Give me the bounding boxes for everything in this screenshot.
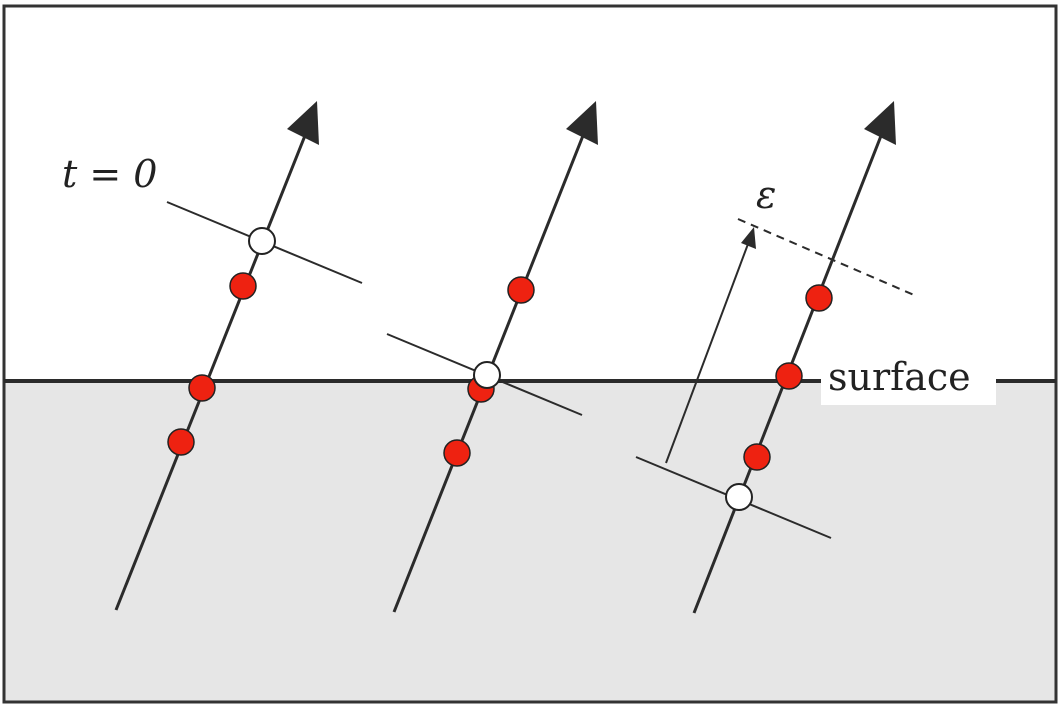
track-2-arrowhead — [566, 101, 598, 145]
material-region — [4, 381, 1056, 702]
track-3-particle-1 — [805, 284, 833, 312]
epsilon-arrow-line — [665, 243, 749, 464]
track-2-particle-1 — [507, 276, 535, 304]
epsilon-label: ε — [756, 173, 776, 217]
surface-label-background — [821, 355, 996, 405]
vacuum-region — [4, 6, 1056, 382]
track-1-particle-3 — [167, 428, 195, 456]
track-1-particle-1 — [229, 272, 257, 300]
track-1-reference-particle — [248, 227, 276, 255]
track-3-particle-3 — [743, 443, 771, 471]
track-2-reference-particle — [473, 361, 501, 389]
track-3-reference-particle — [725, 483, 753, 511]
track-3-arrowhead — [864, 101, 896, 145]
track-1-line — [114, 117, 314, 611]
frame-border — [2, 4, 1058, 704]
track-3-dashed-wavefront-line — [737, 218, 915, 296]
track-2-particle-3 — [443, 439, 471, 467]
track-2 — [386, 101, 598, 613]
t-zero-label: t = 0 — [62, 152, 157, 196]
track-1 — [114, 101, 363, 611]
epsilon-arrowhead — [741, 227, 756, 249]
surface-label: surface — [828, 355, 971, 399]
track-1-particle-2 — [188, 374, 216, 402]
track-3-particle-2 — [775, 362, 803, 390]
track-3 — [635, 101, 915, 614]
track-1-arrowhead — [287, 101, 319, 145]
